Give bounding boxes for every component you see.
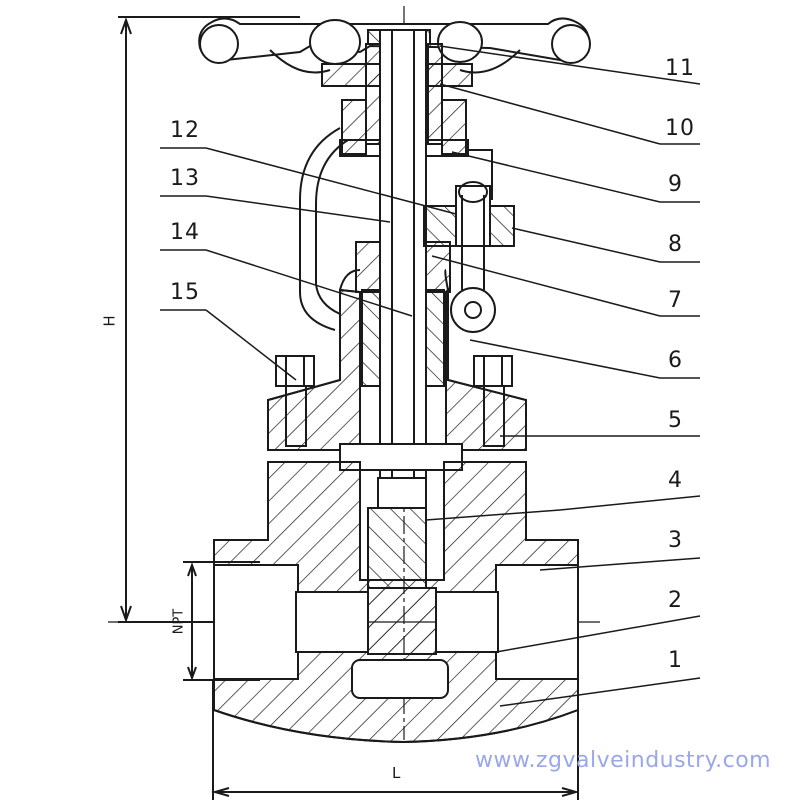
part-number-10: 10 xyxy=(665,116,695,141)
part-number-13: 13 xyxy=(170,166,200,191)
yoke xyxy=(299,127,493,331)
part-number-12: 12 xyxy=(170,118,200,143)
bonnet xyxy=(267,269,527,451)
gland xyxy=(355,241,451,293)
part-number-3: 3 xyxy=(668,528,683,553)
gland-flange xyxy=(423,181,515,333)
part-number-11: 11 xyxy=(665,56,695,81)
leader-lines-right xyxy=(425,45,701,707)
part-number-4: 4 xyxy=(668,468,683,493)
part-number-15: 15 xyxy=(170,280,200,305)
wedge xyxy=(367,477,437,655)
part-number-8: 8 xyxy=(668,232,683,257)
watermark-url: www.zgvalveindustry.com xyxy=(475,748,772,773)
dimension-l-label: L xyxy=(392,764,401,782)
part-number-7: 7 xyxy=(668,288,683,313)
stem xyxy=(379,29,427,501)
part-number-2: 2 xyxy=(668,588,683,613)
bonnet-bolts xyxy=(275,355,513,447)
leader-lines-left xyxy=(160,147,457,381)
part-number-14: 14 xyxy=(170,220,200,245)
part-number-5: 5 xyxy=(668,408,683,433)
part-number-6: 6 xyxy=(668,348,683,373)
part-number-1: 1 xyxy=(668,648,683,673)
dimension-h-label: H xyxy=(100,315,119,327)
packing xyxy=(361,289,445,387)
part-number-9: 9 xyxy=(668,172,683,197)
yoke-nut xyxy=(339,99,469,157)
dimension-npt-label: NPT xyxy=(171,608,187,635)
